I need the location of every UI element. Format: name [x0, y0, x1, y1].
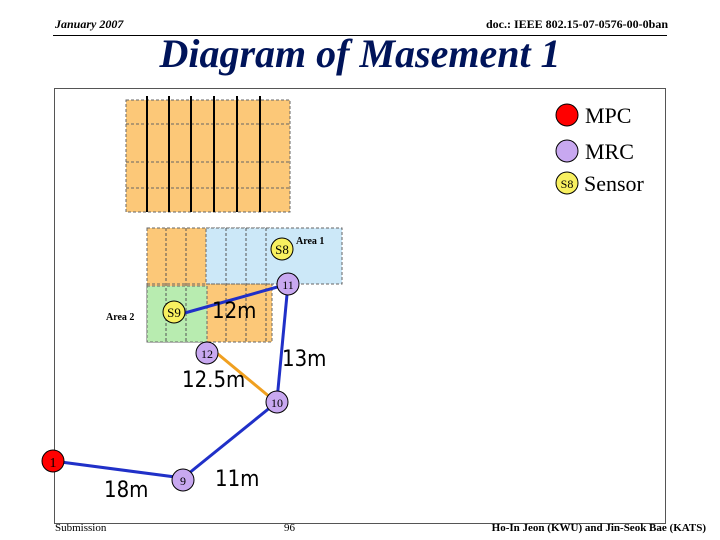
footer-authors: Ho-In Jeon (KWU) and Jin-Seok Bae (KATS) [491, 522, 706, 534]
svg-text:1: 1 [50, 456, 57, 471]
svg-text:Sensor: Sensor [584, 171, 645, 196]
upper-room-block [125, 96, 291, 213]
link-11-s9 [173, 282, 289, 318]
mrc-node-10: 10 [265, 390, 289, 414]
distance-12-5m: 12.5m [182, 368, 245, 393]
svg-text:S9: S9 [167, 305, 181, 320]
sensor-s9: S9 [162, 300, 186, 324]
area-2-label: Area 2 [106, 312, 134, 323]
link-11-10 [275, 283, 290, 401]
mrc-node-12: 12 [195, 341, 219, 365]
diagram-frame [54, 88, 666, 524]
link-1-9 [52, 459, 184, 480]
mrc-node-9: 9 [171, 468, 195, 492]
distance-12m: 12m [212, 299, 256, 324]
page-title: Diagram of Masement 1 [159, 31, 561, 76]
distance-18m: 18m [104, 478, 148, 503]
header-doc-id: doc.: IEEE 802.15-07-0576-00-0ban [485, 17, 668, 31]
svg-text:12: 12 [201, 347, 213, 361]
svg-text:MPC: MPC [585, 103, 631, 128]
link-10-9 [182, 400, 278, 480]
mrc-node-11: 11 [276, 272, 300, 296]
sensor-s8: S8 [270, 237, 294, 261]
svg-text:MRC: MRC [585, 139, 634, 164]
area-1-label: Area 1 [296, 236, 324, 247]
header-rule [53, 35, 667, 36]
legend-item-sensor: S8 Sensor [555, 171, 645, 196]
legend: MPC MRC S8 Sensor [555, 103, 645, 196]
distance-11m: 11m [215, 467, 259, 492]
svg-text:10: 10 [271, 396, 283, 410]
svg-text:S8: S8 [561, 177, 574, 191]
footer-submission: Submission [55, 522, 107, 534]
svg-text:11: 11 [282, 278, 294, 292]
svg-text:9: 9 [180, 474, 186, 488]
header-date: January 2007 [55, 17, 124, 31]
mpc-node-1: 1 [41, 449, 65, 473]
svg-text:S8: S8 [275, 242, 289, 257]
legend-item-mrc: MRC [555, 139, 634, 164]
legend-item-mpc: MPC [555, 103, 631, 128]
distance-13m: 13m [282, 347, 326, 372]
footer-page-number: 96 [284, 522, 295, 534]
